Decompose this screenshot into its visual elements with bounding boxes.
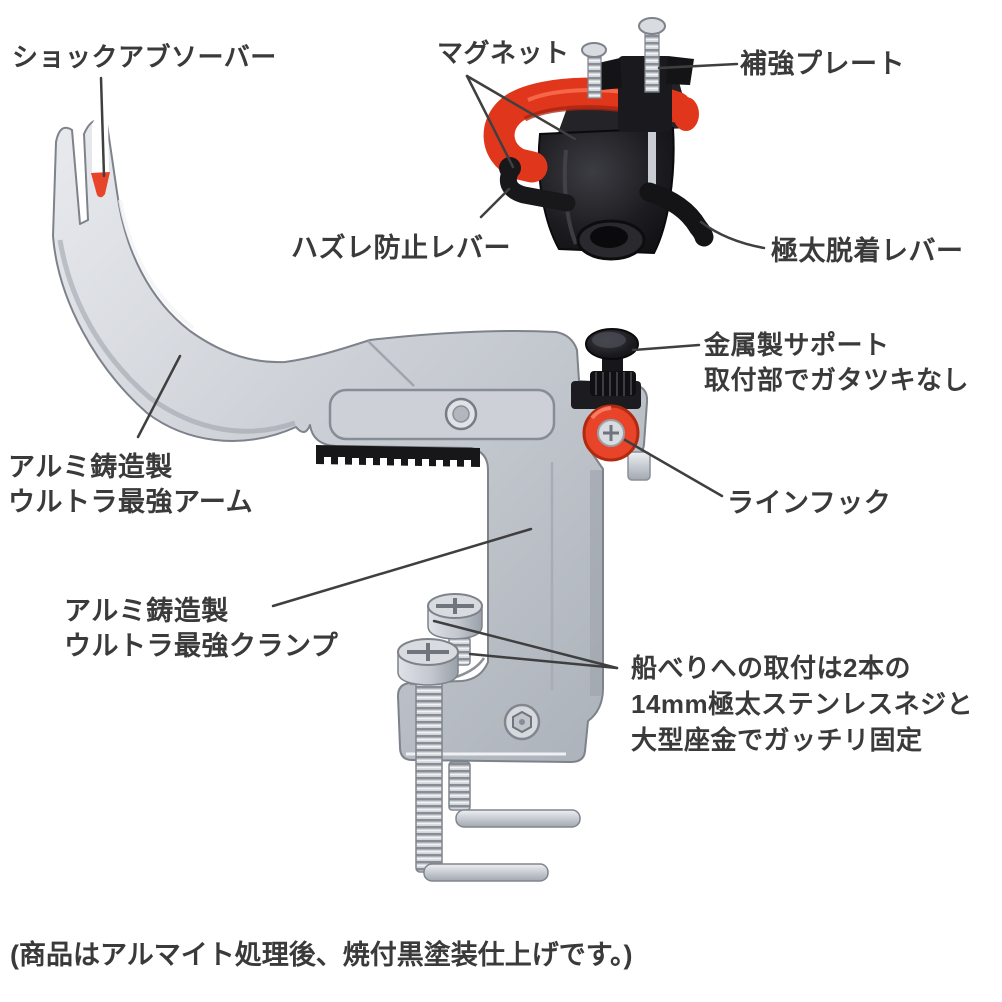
support-and-hook [571, 328, 641, 462]
leader-mount-1 [432, 619, 619, 670]
screw-knob-lower [397, 638, 459, 686]
leader-line-hook [623, 438, 724, 498]
leader-mount-2 [468, 652, 619, 670]
leader-clamp [271, 527, 533, 608]
line-hook-ring [582, 404, 640, 462]
head-unit [483, 17, 714, 261]
serrated-grip [316, 445, 480, 469]
leader-reinforcement-plate [657, 62, 739, 70]
label-cast-clamp: アルミ鋳造製 ウルトラ最強クランプ [64, 596, 339, 661]
head-screws [581, 17, 666, 99]
leader-magnet-2 [465, 74, 515, 169]
leader-release-lever [479, 187, 511, 219]
l-handle-long [423, 863, 549, 882]
label-metal-support: 金属製サポート 取付部でガタツキなし [704, 330, 970, 395]
label-shock-absorber: ショックアブソーバー [12, 42, 277, 72]
leader-shock-absorber [99, 76, 106, 178]
footnote: (商品はアルマイト処理後、焼付黒塗装仕上げです。) [10, 940, 633, 970]
leader-arm [136, 354, 182, 439]
label-line-hook: ラインフック [727, 488, 892, 518]
label-detach-lever: 極太脱着レバー [771, 236, 964, 266]
l-handle-short [455, 809, 581, 828]
shock-absorber-part [91, 172, 110, 198]
clamp-panel [328, 388, 556, 441]
label-reinforcement-plate: 補強プレート [740, 49, 905, 79]
label-cast-arm: アルミ鋳造製 ウルトラ最強アーム [8, 452, 254, 517]
metal-support-knob [585, 328, 639, 396]
leader-metal-support [631, 343, 701, 352]
label-release-prevention-lever: ハズレ防止レバー [291, 233, 511, 263]
detach-lever-part [639, 182, 714, 247]
leader-lines [99, 62, 766, 670]
fork-slot [92, 115, 109, 181]
label-mount-note: 船べりへの取付は2本の 14mm極太ステンレスネジと 大型座金でガッチリ固定 [631, 653, 974, 755]
leader-magnet-1 [465, 74, 577, 141]
leader-detach-lever [699, 220, 766, 250]
label-magnet: マグネット [437, 38, 570, 68]
clamp-screws [397, 593, 581, 882]
